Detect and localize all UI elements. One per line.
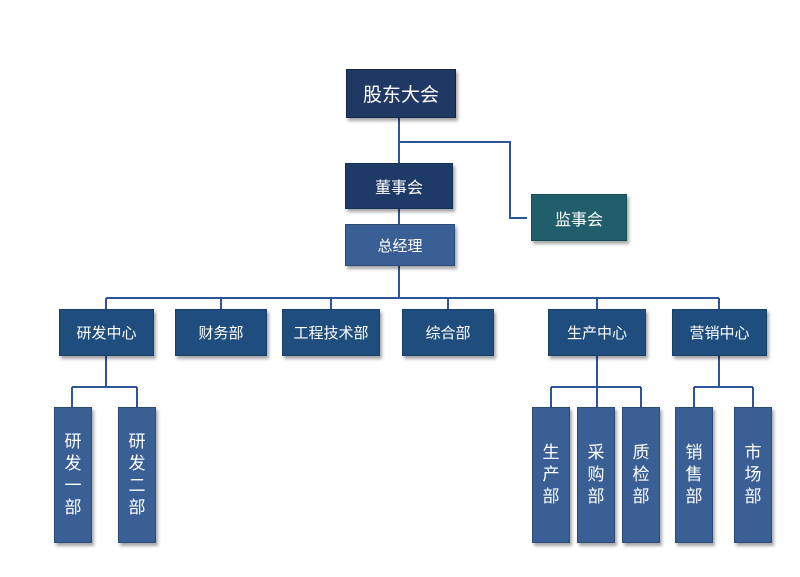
vertical-label-char: 研 (64, 431, 82, 452)
vertical-label-char: 部 (744, 487, 762, 508)
vertical-label-char: 采 (587, 442, 605, 463)
node-gm: 总经理 (345, 224, 455, 266)
vertical-label-char: 销 (685, 442, 703, 463)
connector-supervisors (399, 141, 527, 219)
vertical-label-char: 部 (64, 498, 82, 519)
node-board: 董事会 (345, 163, 453, 209)
vertical-label-char: 部 (632, 487, 650, 508)
node-sub-purchasing: 采购部 (577, 407, 615, 543)
vertical-label-char: 场 (744, 464, 762, 485)
node-sub-market: 市场部 (734, 407, 772, 543)
vertical-label-char: 检 (632, 464, 650, 485)
vertical-label-char: 部 (542, 487, 560, 508)
node-dept-engineering: 工程技术部 (282, 309, 380, 356)
node-dept-finance: 财务部 (175, 309, 267, 356)
vertical-label-char: 部 (128, 498, 146, 519)
node-sub-production: 生产部 (532, 407, 570, 543)
vertical-label-char: 产 (542, 464, 560, 485)
vertical-label-char: 发 (64, 453, 82, 474)
node-sub-rd-1: 研发一部 (54, 407, 92, 543)
vertical-label-char: 研 (128, 431, 146, 452)
node-dept-rd-center: 研发中心 (59, 309, 154, 356)
node-sub-sales: 销售部 (675, 407, 713, 543)
vertical-label-char: 发 (128, 453, 146, 474)
node-shareholders: 股东大会 (346, 69, 456, 118)
vertical-label-char: 一 (64, 476, 82, 496)
node-dept-general-affairs: 综合部 (402, 309, 494, 356)
vertical-label-char: 二 (128, 476, 146, 496)
node-dept-production-center: 生产中心 (548, 309, 646, 356)
node-sub-rd-2: 研发二部 (118, 407, 156, 543)
vertical-label-char: 部 (685, 487, 703, 508)
node-dept-marketing-center: 营销中心 (672, 309, 767, 356)
vertical-label-char: 质 (632, 442, 650, 463)
vertical-label-char: 市 (744, 442, 762, 463)
vertical-label-char: 生 (542, 442, 560, 463)
node-sub-quality: 质检部 (622, 407, 660, 543)
vertical-label-char: 部 (587, 487, 605, 508)
node-supervisors: 监事会 (531, 194, 627, 241)
vertical-label-char: 售 (685, 464, 703, 485)
vertical-label-char: 购 (587, 464, 605, 485)
